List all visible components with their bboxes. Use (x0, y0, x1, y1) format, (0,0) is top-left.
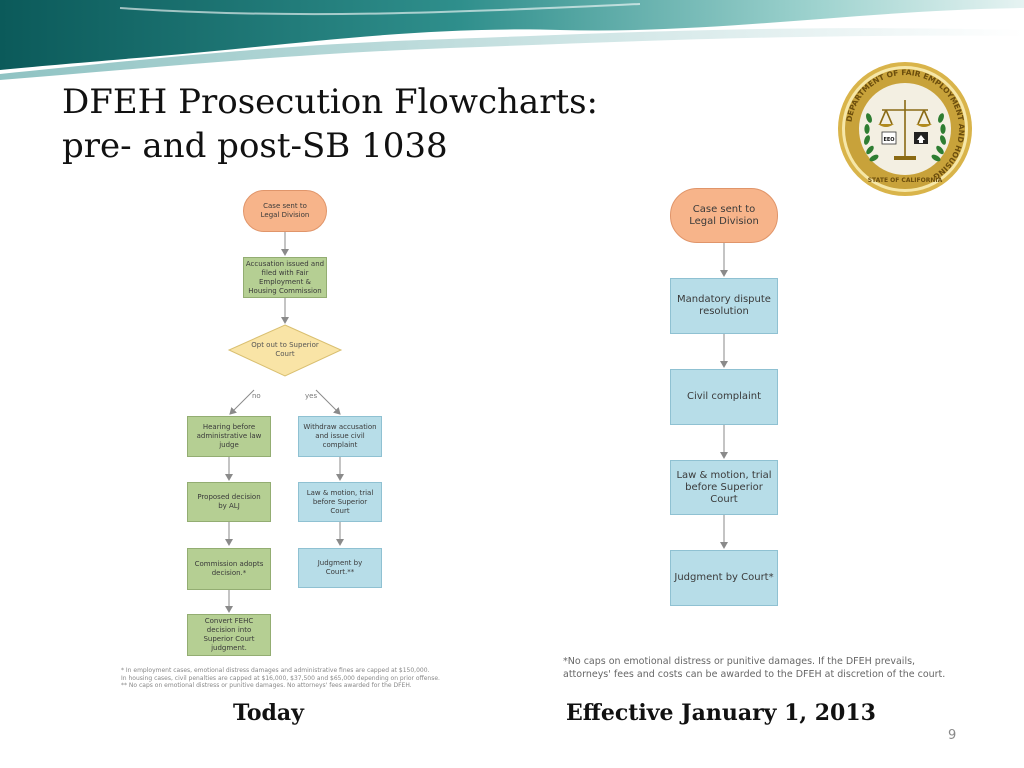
left-no-label: no (252, 392, 261, 400)
left-accusation-node: Accusation issued and filed with Fair Em… (243, 257, 327, 298)
left-footnote-3: ** No caps on emotional distress or puni… (121, 682, 412, 689)
right-footnote-2: attorneys' fees and costs can be awarded… (563, 668, 946, 680)
caption-effective: Effective January 1, 2013 (566, 700, 876, 726)
right-footnotes: *No caps on emotional distress or puniti… (563, 656, 983, 681)
left-footnote-1: * In employment cases, emotional distres… (121, 667, 430, 674)
left-decision-text: Opt out to Superior Court (251, 341, 319, 358)
right-complaint-node: Civil complaint (670, 369, 778, 425)
left-convert-node: Convert FEHC decision into Superior Cour… (187, 614, 271, 656)
left-adopts-node: Commission adopts decision.* (187, 548, 271, 590)
left-withdraw-node: Withdraw accusation and issue civil comp… (298, 416, 382, 457)
right-law-motion-node: Law & motion, trial before Superior Cour… (670, 460, 778, 515)
right-start-node: Case sent to Legal Division (670, 188, 778, 243)
left-law-motion-node: Law & motion, trial before Superior Cour… (298, 482, 382, 522)
left-footnotes: * In employment cases, emotional distres… (121, 667, 461, 690)
right-dispute-node: Mandatory dispute resolution (670, 278, 778, 334)
left-hearing-node: Hearing before administrative law judge (187, 416, 271, 457)
slide-title: DFEH Prosecution Flowcharts: pre- and po… (62, 80, 598, 168)
caption-today: Today (233, 700, 304, 726)
left-footnote-2: In housing cases, civil penalties are ca… (121, 674, 440, 682)
wave-banner (0, 0, 1024, 80)
left-yes-label: yes (305, 392, 318, 400)
decision-diamond (227, 324, 343, 377)
page-number: 9 (948, 728, 957, 743)
left-start-node: Case sent to Legal Division (243, 190, 327, 232)
seal-badge-text: EEO (883, 137, 894, 143)
title-line-1: DFEH Prosecution Flowcharts: (62, 82, 599, 122)
department-seal-logo: DEPARTMENT OF FAIR EMPLOYMENT AND HOUSIN… (838, 62, 972, 196)
right-judgment-node: Judgment by Court* (670, 550, 778, 606)
arrow-decision-to-hearing (229, 389, 255, 415)
seal-bottom-text: STATE OF CALIFORNIA (868, 177, 943, 184)
arrow-decision-to-withdraw (315, 389, 341, 415)
title-line-2: pre- and post-SB 1038 (62, 126, 448, 166)
left-judgment-node: Judgment by Court.** (298, 548, 382, 588)
right-footnote-1: *No caps on emotional distress or puniti… (563, 656, 916, 667)
left-proposed-node: Proposed decision by ALJ (187, 482, 271, 522)
